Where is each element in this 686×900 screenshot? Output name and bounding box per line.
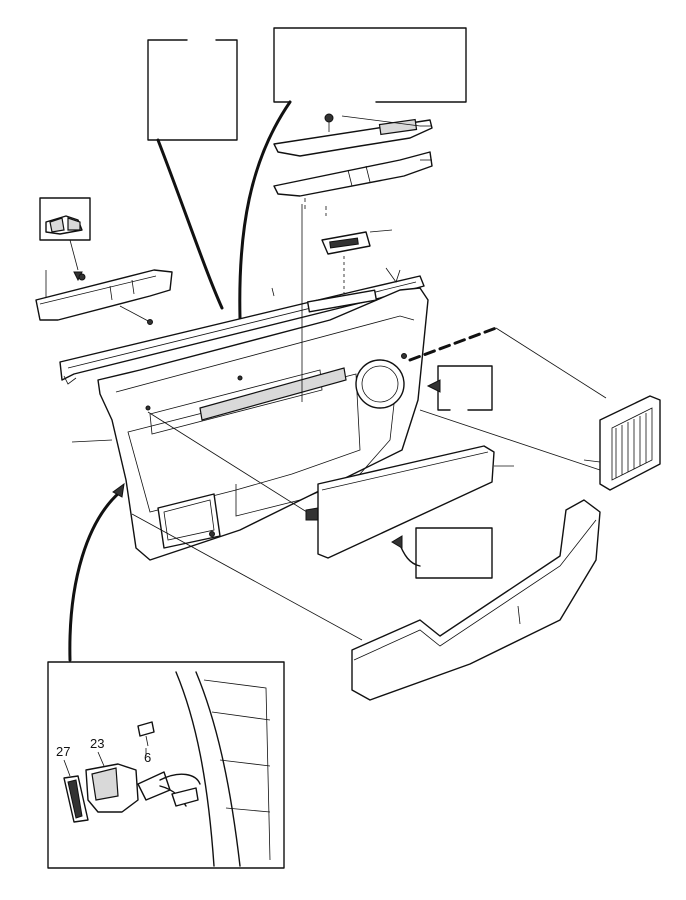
door-panel-outline <box>97 287 429 561</box>
callout-box-detail-inset <box>47 661 285 869</box>
screw-fastener <box>305 507 319 521</box>
speaker-grille-recess <box>355 359 405 409</box>
label-6: 6 <box>144 750 151 765</box>
clip-fastener-top <box>324 113 334 123</box>
callout-box-speaker <box>437 365 493 411</box>
detail-inset: 27 23 6 <box>56 671 271 867</box>
callout-box-top-left <box>147 39 238 141</box>
label-27: 27 <box>56 744 70 759</box>
speaker-grille <box>583 395 661 491</box>
guide-lines <box>131 204 363 641</box>
upper-trim-strips <box>273 113 433 216</box>
detail-connector <box>137 771 171 801</box>
label-23: 23 <box>90 736 104 751</box>
callout-boxes <box>39 27 493 869</box>
callout-box-pocket <box>415 527 493 579</box>
upper-left-bracket <box>35 269 173 325</box>
door-trim-panel <box>71 267 429 561</box>
small-clip-piece <box>45 215 83 235</box>
leader-lines <box>68 100 292 662</box>
callout-box-top-center <box>273 27 467 103</box>
map-pocket <box>317 445 514 567</box>
fastener-lines <box>147 326 607 521</box>
detail-clip-fastener <box>137 721 155 737</box>
second-trim-strip <box>273 151 433 197</box>
window-switch-block <box>321 229 393 300</box>
armrest <box>351 499 601 701</box>
callout-box-small-clip <box>39 197 91 241</box>
